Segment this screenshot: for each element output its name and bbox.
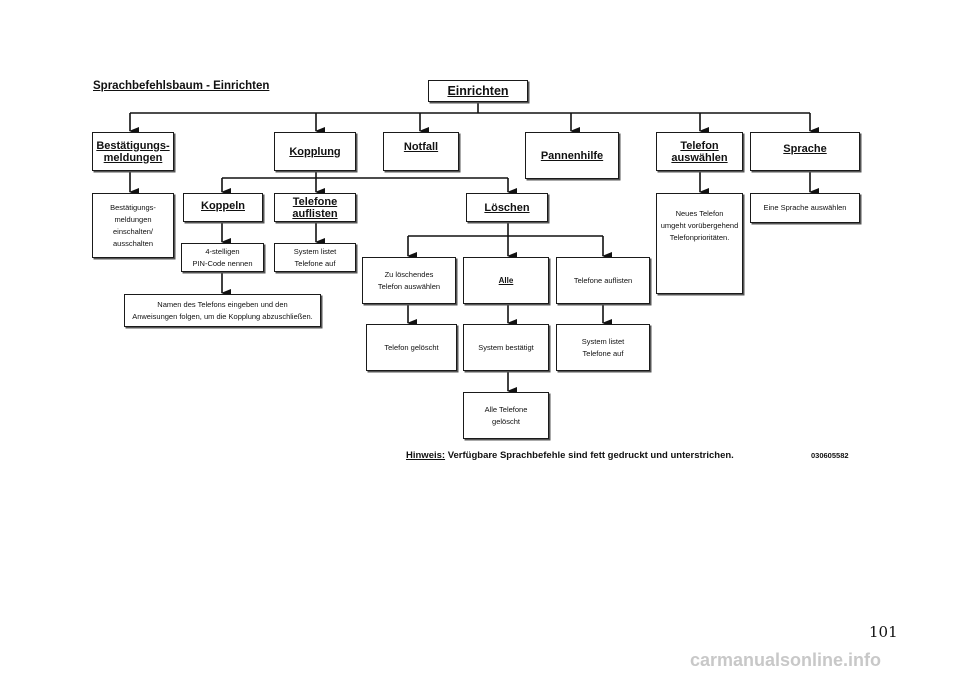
node-system-listet-2: System listet Telefone auf: [556, 324, 650, 371]
node-zu-loeschendes: Zu löschendes Telefon auswählen: [362, 257, 456, 304]
node-neues-telefon: Neues Telefon umgeht vorübergehend Telef…: [656, 193, 743, 294]
node-telefone-auflisten-2: Telefone auflisten: [556, 257, 650, 304]
watermark: carmanualsonline.info: [690, 650, 882, 670]
node-bestaetigung-label: Bestätigungs- meldungen: [96, 139, 170, 164]
hint-label: Hinweis:: [406, 450, 446, 461]
node-pannenhilfe-label: Pannenhilfe: [540, 149, 604, 162]
node-sprache-desc-label: Eine Sprache auswählen: [763, 203, 847, 212]
node-alle-label: Alle: [498, 276, 514, 285]
node-name-telefon-label: Namen des Telefons eingeben und den Anwe…: [132, 299, 313, 321]
node-pin-code-label: 4-stelligen PIN-Code nennen: [192, 246, 253, 268]
node-alle-geloescht: Alle Telefone gelöscht: [463, 392, 549, 439]
node-system-bestaetigt: System bestätigt: [463, 324, 549, 371]
node-loeschen-label: Löschen: [484, 201, 530, 214]
node-alle-geloescht-label: Alle Telefone gelöscht: [484, 404, 528, 426]
node-bestaetigung-desc: Bestätigungs- meldungen einschalten/ aus…: [92, 193, 174, 258]
figure-code: 030605582: [811, 451, 849, 460]
node-telefone-auflisten-label: Telefone auflisten: [292, 195, 338, 220]
node-loeschen: Löschen: [466, 193, 548, 222]
node-telefon-auswaehlen-label: Telefon auswählen: [671, 139, 728, 164]
node-neues-telefon-label: Neues Telefon umgeht vorübergehend Telef…: [660, 209, 739, 242]
diagram-title: Sprachbefehlsbaum - Einrichten: [93, 80, 270, 92]
node-notfall-label: Notfall: [403, 141, 439, 153]
node-telefon-auswaehlen: Telefon auswählen: [656, 132, 743, 171]
node-bestaetigung-desc-label: Bestätigungs- meldungen einschalten/ aus…: [110, 202, 156, 248]
node-system-listet-1: System listet Telefone auf: [274, 243, 356, 272]
node-system-listet-1-label: System listet Telefone auf: [293, 246, 337, 268]
node-kopplung-label: Kopplung: [289, 145, 341, 158]
node-einrichten: Einrichten: [428, 80, 528, 102]
node-pannenhilfe: Pannenhilfe: [525, 132, 619, 179]
node-zu-loeschendes-label: Zu löschendes Telefon auswählen: [377, 269, 441, 291]
node-alle: Alle: [463, 257, 549, 304]
page-number: 101: [869, 623, 898, 641]
node-sprache: Sprache: [750, 132, 860, 171]
node-koppeln-label: Koppeln: [201, 200, 245, 212]
node-system-bestaetigt-label: System bestätigt: [478, 342, 534, 352]
node-pin-code: 4-stelligen PIN-Code nennen: [181, 243, 264, 272]
node-bestaetigung: Bestätigungs- meldungen: [92, 132, 174, 171]
hint-text: Verfügbare Sprachbefehle sind fett gedru…: [445, 450, 734, 461]
node-telefon-geloescht: Telefon gelöscht: [366, 324, 457, 371]
node-telefone-auflisten: Telefone auflisten: [274, 193, 356, 222]
node-sprache-desc: Eine Sprache auswählen: [750, 193, 860, 223]
node-name-telefon: Namen des Telefons eingeben und den Anwe…: [124, 294, 321, 327]
node-kopplung: Kopplung: [274, 132, 356, 171]
node-sprache-label: Sprache: [783, 143, 827, 155]
node-notfall: Notfall: [383, 132, 459, 171]
node-system-listet-2-label: System listet Telefone auf: [581, 336, 625, 358]
node-koppeln: Koppeln: [183, 193, 263, 222]
node-telefone-auflisten-2-label: Telefone auflisten: [573, 275, 633, 285]
node-einrichten-label: Einrichten: [447, 84, 509, 98]
node-telefon-geloescht-label: Telefon gelöscht: [384, 342, 439, 352]
hint-note: Hinweis: Verfügbare Sprachbefehle sind f…: [406, 450, 734, 461]
